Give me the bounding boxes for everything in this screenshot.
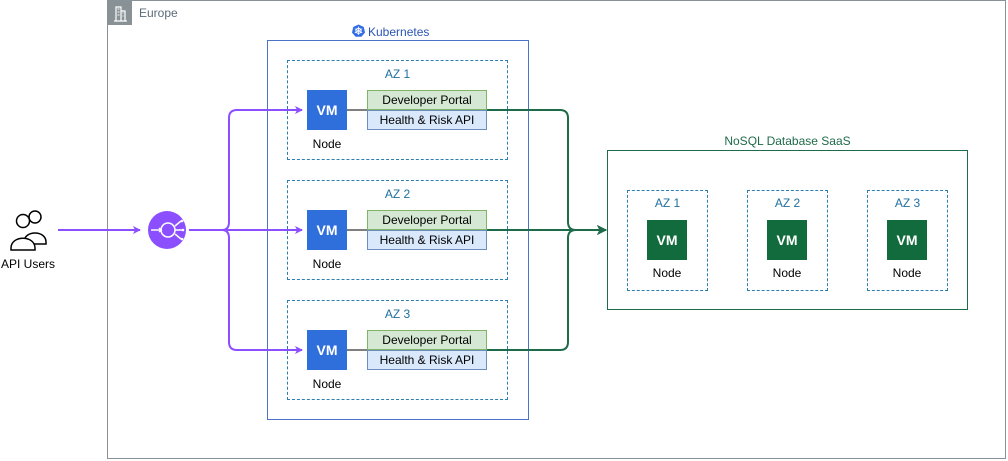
lb-to-node-1-connector — [189, 106, 303, 231]
kubernetes-title: Kubernetes — [352, 24, 429, 40]
nosql-database-container — [607, 150, 968, 310]
users-icon — [8, 208, 50, 257]
k8s-az-3-developer-portal: Developer Portal — [367, 330, 487, 350]
service-1-to-nosql-connector — [487, 109, 607, 235]
k8s-az-3-health-risk-api: Health & Risk API — [367, 350, 487, 370]
k8s-az-1-node-label: Node — [312, 137, 342, 151]
nosql-az-1-vm: VM — [647, 220, 687, 260]
building-icon — [108, 1, 132, 25]
k8s-az-2-developer-portal: Developer Portal — [367, 210, 487, 230]
kubernetes-icon — [352, 24, 365, 40]
nosql-az-1-box — [627, 190, 708, 291]
k8s-az-1-label: AZ 1 — [384, 67, 411, 81]
k8s-az-2-label: AZ 2 — [384, 187, 411, 201]
k8s-az-1-vm: VM — [307, 90, 347, 130]
region-label: Europe — [139, 6, 178, 20]
load-balancer-icon — [148, 211, 186, 249]
nosql-az-3-vm: VM — [887, 220, 927, 260]
nosql-az-2-vm: VM — [767, 220, 807, 260]
nosql-az-2-box — [747, 190, 828, 291]
kubernetes-label: Kubernetes — [368, 25, 430, 39]
nosql-az-2-label: AZ 2 — [774, 196, 801, 210]
nosql-az-3-label: AZ 3 — [894, 196, 921, 210]
lb-to-node-3-connector — [189, 229, 303, 354]
nosql-az-3-box — [867, 190, 948, 291]
nosql-database-label: NoSQL Database SaaS — [724, 134, 851, 148]
k8s-az-1-developer-portal: Developer Portal — [367, 90, 487, 110]
k8s-az-1-health-risk-api: Health & Risk API — [367, 110, 487, 130]
nosql-az-1-node-label: Node — [652, 266, 682, 280]
nosql-az-1-label: AZ 1 — [654, 196, 681, 210]
service-3-to-nosql-connector — [487, 225, 607, 351]
k8s-az-3-vm: VM — [307, 330, 347, 370]
k8s-az-2-vm: VM — [307, 210, 347, 250]
k8s-az-3-node-label: Node — [312, 377, 342, 391]
nosql-az-3-node-label: Node — [892, 266, 922, 280]
k8s-az-2-node-label: Node — [312, 257, 342, 271]
k8s-az-2-health-risk-api: Health & Risk API — [367, 230, 487, 250]
k8s-az-3-label: AZ 3 — [384, 307, 411, 321]
nosql-az-2-node-label: Node — [772, 266, 802, 280]
api-users-label: API Users — [0, 257, 55, 271]
